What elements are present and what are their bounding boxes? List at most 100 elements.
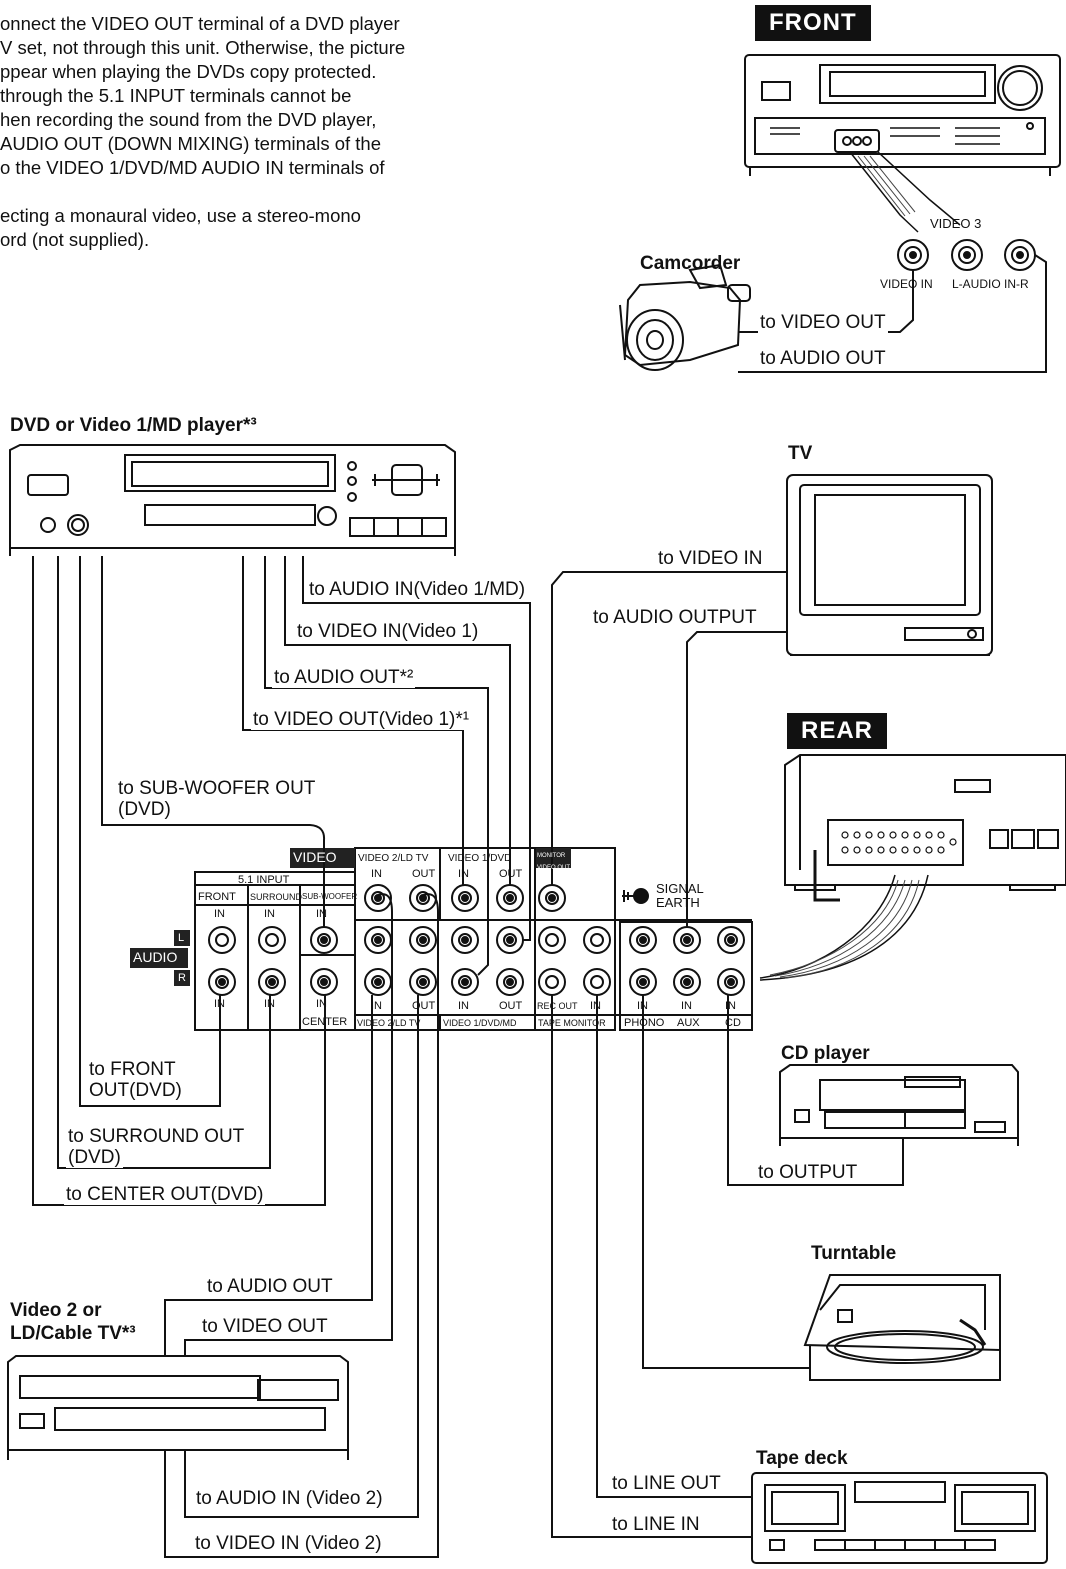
audio-in-label: L-AUDIO IN-R — [952, 277, 1029, 291]
dvd-cables — [32, 556, 531, 1206]
panel-bottom-out-v2: OUT — [412, 1000, 436, 1012]
dvd-audio-out-label: to AUDIO OUT*² — [272, 667, 416, 688]
video2-title-line2: LD/Cable TV*³ — [10, 1323, 136, 1344]
tape-line-in-label: to LINE IN — [610, 1514, 702, 1535]
tv-illustration — [786, 474, 993, 656]
note-line: AUDIO OUT (DOWN MIXING) terminals of the — [0, 133, 382, 154]
camcorder-illustration — [619, 263, 751, 371]
panel-aux: AUX — [677, 1017, 700, 1029]
panel-subwoofer: SUB-WOOFER — [302, 892, 358, 901]
tape-line-in-cable — [551, 995, 752, 1538]
panel-video2: VIDEO 2/LD TV — [358, 853, 429, 864]
panel-in-v1: IN — [458, 868, 469, 880]
cam-video-label: to VIDEO OUT — [758, 312, 888, 333]
panel-in-4: IN — [214, 998, 225, 1010]
dvd-player-illustration — [9, 444, 456, 556]
surround-out-label-1: to SURROUND OUT — [66, 1126, 247, 1147]
panel-bottom-in-v1: IN — [458, 1000, 469, 1012]
panel-out-v1: OUT — [499, 868, 523, 880]
panel-bottom-video2: VIDEO 2/LD TV — [357, 1018, 421, 1028]
panel-out-v2: OUT — [412, 868, 436, 880]
panel-signal: SIGNAL — [656, 881, 704, 896]
note-line: ecting a monaural video, use a stereo-mo… — [0, 205, 361, 226]
panel-bottom-in-v2: IN — [371, 1000, 382, 1012]
dvd-audio-in-label: to AUDIO IN(Video 1/MD) — [307, 579, 528, 600]
front-out-label-1: to FRONT — [87, 1059, 178, 1080]
panel-phono: PHONO — [624, 1017, 665, 1029]
video2-title-line1: Video 2 or — [10, 1300, 102, 1321]
turntable-title: Turntable — [811, 1243, 897, 1264]
turntable-cable — [642, 995, 810, 1369]
panel-in-6: IN — [316, 998, 327, 1010]
panel-51-input: 5.1 INPUT — [238, 874, 290, 886]
instruction-notes: onnect the VIDEO OUT terminal of a DVD p… — [0, 12, 470, 252]
cd-player-illustration — [779, 1064, 1019, 1146]
video3-label: VIDEO 3 — [930, 216, 982, 231]
turntable-illustration — [803, 1274, 1001, 1381]
panel-bottom-out-v1: OUT — [499, 1000, 523, 1012]
panel-rec-out: REC OUT — [537, 1001, 578, 1011]
note-line: o the VIDEO 1/DVD/MD AUDIO IN terminals … — [0, 157, 385, 178]
cam-audio-cable — [738, 254, 1047, 373]
dvd-video-out-label: to VIDEO OUT(Video 1)*¹ — [251, 709, 472, 730]
video2-illustration — [7, 1355, 349, 1460]
note-line: onnect the VIDEO OUT terminal of a DVD p… — [0, 13, 400, 34]
panel-monitor: MONITOR VIDEO OUT — [537, 853, 571, 871]
note-line: hen recording the sound from the DVD pla… — [0, 109, 377, 130]
rear-badge: REAR — [787, 713, 888, 749]
panel-in-3: IN — [316, 908, 327, 920]
tv-video-cable — [551, 571, 787, 885]
panel-cd: CD — [725, 1017, 741, 1029]
sub-woofer-label-2: (DVD) — [116, 799, 173, 820]
front-out-label-2: OUT(DVD) — [87, 1080, 184, 1101]
panel-center: CENTER — [302, 1016, 348, 1028]
tv-audio-cable — [686, 631, 787, 927]
tape-line-out-cable — [596, 995, 752, 1498]
v2-audio-out-label: to AUDIO OUT — [205, 1276, 335, 1297]
v2-video-in-label: to VIDEO IN (Video 2) — [193, 1533, 384, 1554]
panel-l-tag: L — [178, 932, 185, 944]
panel-phono-in: IN — [637, 1000, 648, 1012]
receiver-rear-illustration — [759, 754, 1066, 981]
tape-deck-illustration — [751, 1472, 1048, 1564]
video2-cables — [164, 893, 439, 1558]
note-line: ord (not supplied). — [0, 229, 150, 250]
panel-in-1: IN — [214, 908, 225, 920]
panel-video-tag: VIDEO — [293, 849, 337, 865]
video-in-label: VIDEO IN — [880, 277, 933, 291]
dvd-video-in-label: to VIDEO IN(Video 1) — [295, 621, 481, 642]
panel-cd-in: IN — [725, 1000, 736, 1012]
cam-audio-label: to AUDIO OUT — [758, 348, 888, 369]
panel-r-tag: R — [178, 972, 186, 984]
panel-in-5: IN — [264, 998, 275, 1010]
cd-cable — [727, 995, 904, 1186]
note-line: ppear when playing the DVDs copy protect… — [0, 61, 377, 82]
video3-jacks — [897, 239, 1036, 271]
tv-video-in-label: to VIDEO IN — [656, 548, 765, 569]
cd-player-title: CD player — [781, 1043, 870, 1064]
rear-panel — [130, 847, 753, 1031]
panel-bottom-video1: VIDEO 1/DVD/MD — [443, 1018, 517, 1028]
panel-front: FRONT — [198, 891, 236, 903]
v2-video-out-label: to VIDEO OUT — [200, 1316, 330, 1337]
dvd-player-title: DVD or Video 1/MD player*³ — [10, 415, 257, 436]
note-line: through the 5.1 INPUT terminals cannot b… — [0, 85, 352, 106]
surround-out-label-2: (DVD) — [66, 1147, 123, 1168]
front-badge: FRONT — [755, 5, 871, 41]
cd-output-label: to OUTPUT — [756, 1162, 860, 1183]
note-line: V set, not through this unit. Otherwise,… — [0, 37, 406, 58]
panel-tape-monitor: TAPE MONITOR — [538, 1018, 606, 1028]
camcorder-title: Camcorder — [640, 253, 741, 274]
tv-title: TV — [788, 443, 813, 464]
panel-audio-tag: AUDIO — [133, 949, 178, 965]
panel-aux-in: IN — [681, 1000, 692, 1012]
panel-jacks — [208, 884, 745, 996]
sub-woofer-label-1: to SUB-WOOFER OUT — [116, 778, 318, 799]
panel-in-2: IN — [264, 908, 275, 920]
panel-earth: EARTH — [656, 895, 700, 910]
receiver-front-illustration — [744, 54, 1061, 233]
tape-deck-title: Tape deck — [756, 1448, 848, 1469]
center-out-label: to CENTER OUT(DVD) — [64, 1184, 266, 1205]
panel-in-v2: IN — [371, 868, 382, 880]
